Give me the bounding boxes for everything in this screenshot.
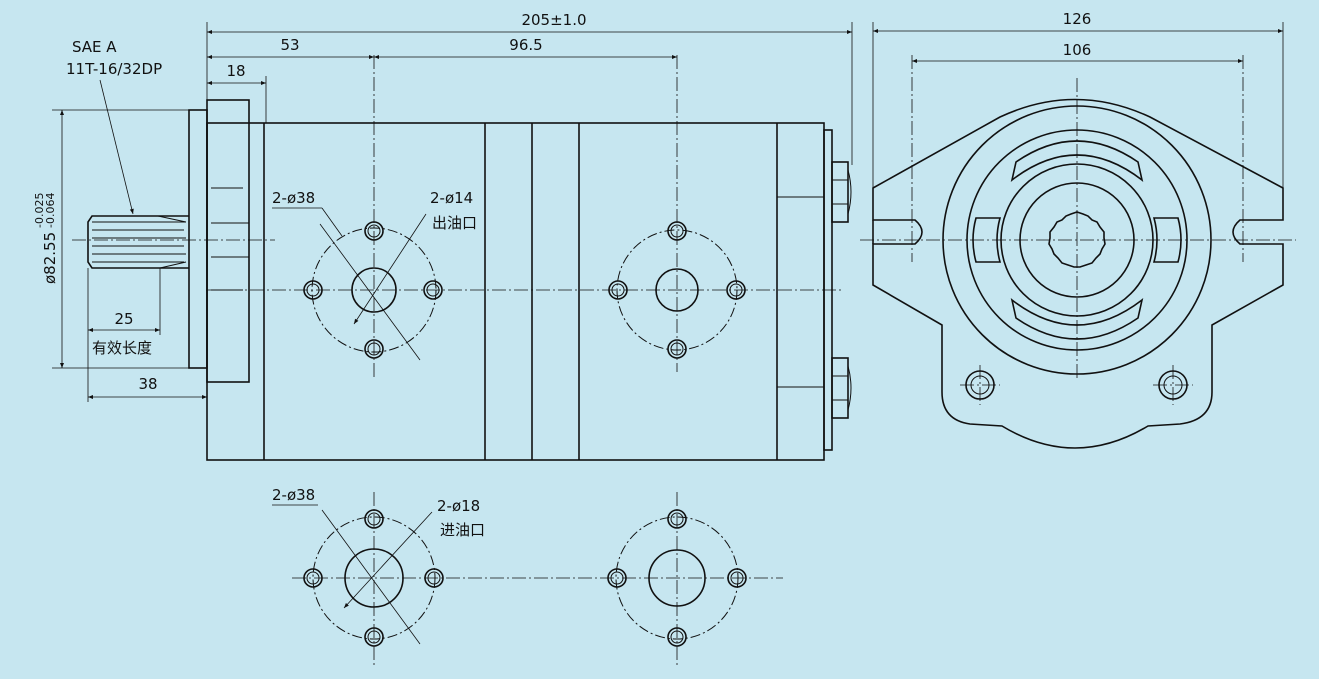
mounting-flange <box>206 99 250 383</box>
spline-standard: SAE A <box>72 38 117 56</box>
outlet-holes-callout: 2-ø38 <box>272 189 315 207</box>
inlet-holes-callout: 2-ø38 <box>272 486 315 504</box>
pump-body <box>206 122 825 461</box>
outlet-dia-callout: 2-ø14 <box>430 189 473 207</box>
dim-mount-outer: 126 <box>1063 10 1092 28</box>
dim-shaft-length: 38 <box>138 375 157 393</box>
inlet-port <box>303 492 444 668</box>
outlet-name: 出油口 <box>432 214 477 232</box>
inlet-dia-callout: 2-ø18 <box>437 497 480 515</box>
pilot-boss <box>188 109 208 369</box>
dim-pilot-tol-upper: -0.025 <box>33 193 46 228</box>
flange-outline <box>872 98 1284 449</box>
spline-spec: 11T-16/32DP <box>66 60 162 78</box>
dim-flange-thickness: 18 <box>226 62 245 80</box>
end-view: 126 106 <box>860 10 1296 449</box>
side-view: 205±1.0 53 96.5 18 SAE A 11T-16/32DP ø82… <box>33 11 853 461</box>
bolt-head-upper <box>831 161 852 223</box>
dim-to-rear-port: 53 <box>280 36 299 54</box>
rear-port-front <box>608 55 746 372</box>
dim-mount-bolt: 106 <box>1063 41 1092 59</box>
dim-pilot-tol-lower: -0.064 <box>44 193 57 228</box>
outlet-port-rear <box>607 492 747 668</box>
splined-shaft <box>87 215 189 269</box>
inlet-name: 进油口 <box>440 521 485 539</box>
label-effective-length: 有效长度 <box>92 339 152 357</box>
inlet-port-view: 2-ø38 2-ø18 进油口 <box>272 486 783 668</box>
dim-shaft-effective: 25 <box>114 310 133 328</box>
bolt-head-lower <box>831 357 852 419</box>
outlet-port-front <box>303 55 443 378</box>
dim-port-spacing: 96.5 <box>509 36 542 54</box>
dim-pilot-diameter: ø82.55 <box>41 232 59 284</box>
dim-overall-length: 205±1.0 <box>521 11 586 29</box>
